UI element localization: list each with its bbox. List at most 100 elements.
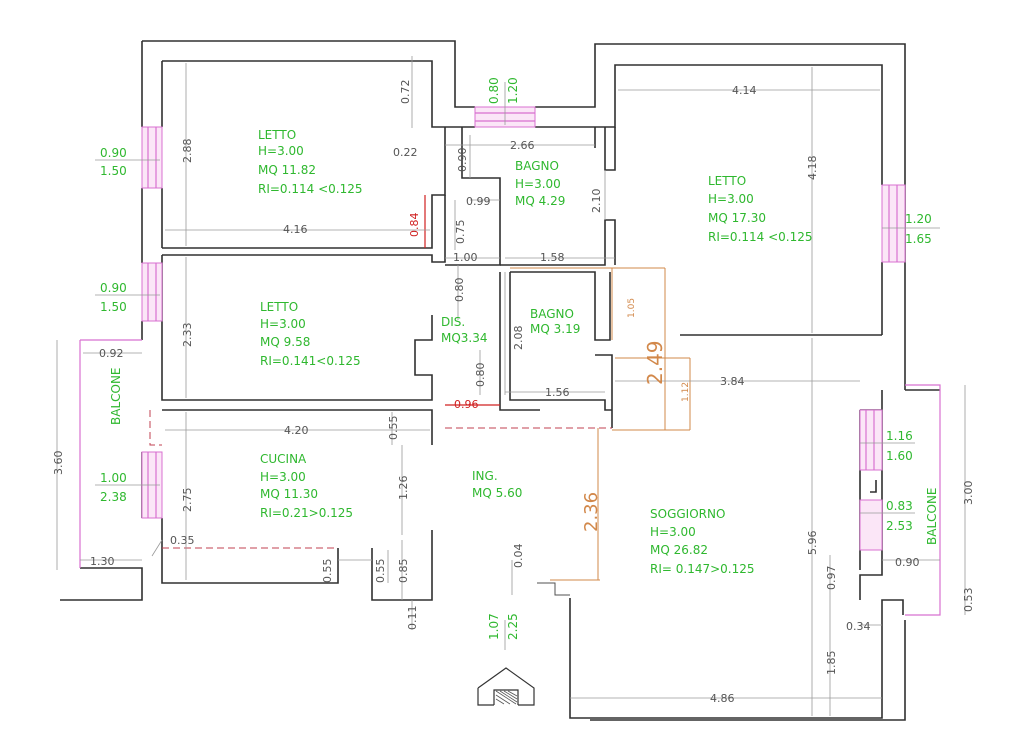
room-ri: RI=0.21>0.125 [260,506,353,520]
dim-label: 0.90 [456,148,469,173]
window-ingresso-w: 1.07 [487,613,501,640]
window-letto1-w: 0.90 [100,146,127,160]
room-ri: RI=0.114 <0.125 [708,230,813,244]
room-letto-1: LETTO H=3.00 MQ 11.82 RI=0.114 <0.125 [258,128,363,196]
room-ri: RI=0.114 <0.125 [258,182,363,196]
dim-label: 1.85 [825,651,838,676]
dim-label: 0.85 [397,559,410,584]
room-height: H=3.00 [708,192,754,206]
room-cucina: CUCINA H=3.00 MQ 11.30 RI=0.21>0.125 [260,452,353,520]
dim-label: 1.00 [453,251,478,264]
room-letto-2: LETTO H=3.00 MQ 9.58 RI=0.141<0.125 [260,300,361,368]
dim-label: 5.96 [806,531,819,556]
dim-label: 0.80 [453,278,466,303]
balcone-left-label: BALCONE [109,367,123,425]
dim-label: 3.60 [52,451,65,476]
room-letto-3: LETTO H=3.00 MQ 17.30 RI=0.114 <0.125 [708,174,813,244]
dim-label: 0.53 [962,588,975,613]
room-name: ING. [472,469,498,483]
room-name: SOGGIORNO [650,507,725,521]
dim-label-orange: 2.36 [581,492,602,532]
dim-label: 0.75 [454,220,467,245]
room-dis: DIS. MQ3.34 [441,315,488,345]
dim-label: 0.11 [406,606,419,631]
balcone-right-label: BALCONE [925,487,939,545]
room-area: MQ 5.60 [472,486,522,500]
dim-label: 3.84 [720,375,745,388]
dim-label: 1.58 [540,251,565,264]
dim-label: 3.00 [962,481,975,506]
dim-label: 2.33 [181,323,194,348]
room-area: MQ 11.30 [260,487,318,501]
room-name: CUCINA [260,452,307,466]
window-labels: 0.90 1.50 0.90 1.50 1.00 2.38 0.80 1.20 … [100,77,932,640]
window-letto2-h: 1.50 [100,300,127,314]
window-letto2-w: 0.90 [100,281,127,295]
dim-label: 1.26 [397,476,410,501]
entrance-arrow-icon [477,667,535,706]
dim-label: 0.22 [393,146,418,159]
room-name: LETTO [260,300,298,314]
room-ing: ING. MQ 5.60 [472,469,522,500]
dim-label-red: 0.96 [454,398,479,411]
room-area: MQ3.34 [441,331,488,345]
window-cucina-h: 2.38 [100,490,127,504]
room-area: MQ 9.58 [260,335,310,349]
room-ri: RI=0.141<0.125 [260,354,361,368]
room-height: H=3.00 [260,470,306,484]
room-name: DIS. [441,315,465,329]
dim-label: 4.20 [284,424,309,437]
room-area: MQ 26.82 [650,543,708,557]
room-height: H=3.00 [515,177,561,191]
dim-label: 4.14 [732,84,757,97]
window-cucina-w: 1.00 [100,471,127,485]
window-soggiorno-a-h: 1.60 [886,449,913,463]
dim-label: 0.92 [99,347,124,360]
gray-dimension-lines [56,56,966,716]
room-height: H=3.00 [650,525,696,539]
dim-label: 0.55 [387,416,400,441]
dim-label: 4.18 [806,156,819,181]
dim-label: 0.55 [374,559,387,584]
window-letto3-w: 1.20 [905,212,932,226]
room-ri: RI= 0.147>0.125 [650,562,755,576]
dim-label-red: 0.84 [408,213,421,238]
room-area: MQ 11.82 [258,163,316,177]
dim-label: 0.90 [895,556,920,569]
dimension-labels: 0.72 2.88 0.22 4.16 2.66 0.90 0.99 2.10 … [52,80,975,706]
dim-label: 1.56 [545,386,570,399]
dim-label: 0.04 [512,544,525,569]
window-letto3-h: 1.65 [905,232,932,246]
room-area: MQ 17.30 [708,211,766,225]
window-bagno1-h: 1.20 [506,77,520,104]
room-bagno-2: BAGNO MQ 3.19 [530,307,580,336]
dim-label: 4.16 [283,223,308,236]
dim-label: 2.75 [181,488,194,513]
window-bagno1-w: 0.80 [487,77,501,104]
dim-label: 2.10 [590,189,603,214]
window-soggiorno-b-w: 0.83 [886,499,913,513]
window-soggiorno-b-h: 2.53 [886,519,913,533]
window-letto1-h: 1.50 [100,164,127,178]
room-name: LETTO [708,174,746,188]
orange-dimension-lines [510,267,691,581]
dim-label: 1.30 [90,555,115,568]
room-name: LETTO [258,128,296,142]
dim-label-orange: 2.49 [643,340,667,385]
window-ingresso-h: 2.25 [506,613,520,640]
dim-label-orange: 1.12 [681,382,691,402]
dim-label: 2.66 [510,139,535,152]
dim-label: 2.08 [512,326,525,351]
room-area: MQ 3.19 [530,322,580,336]
dim-label: 0.34 [846,620,871,633]
dim-label: 0.55 [321,559,334,584]
dim-label: 0.80 [474,363,487,388]
dim-label: 2.88 [181,139,194,164]
dim-label: 0.35 [170,534,195,547]
room-area: MQ 4.29 [515,194,565,208]
room-soggiorno: SOGGIORNO H=3.00 MQ 26.82 RI= 0.147>0.12… [650,507,755,576]
room-height: H=3.00 [260,317,306,331]
room-name: BAGNO [530,307,574,321]
dim-label: 0.72 [399,80,412,105]
